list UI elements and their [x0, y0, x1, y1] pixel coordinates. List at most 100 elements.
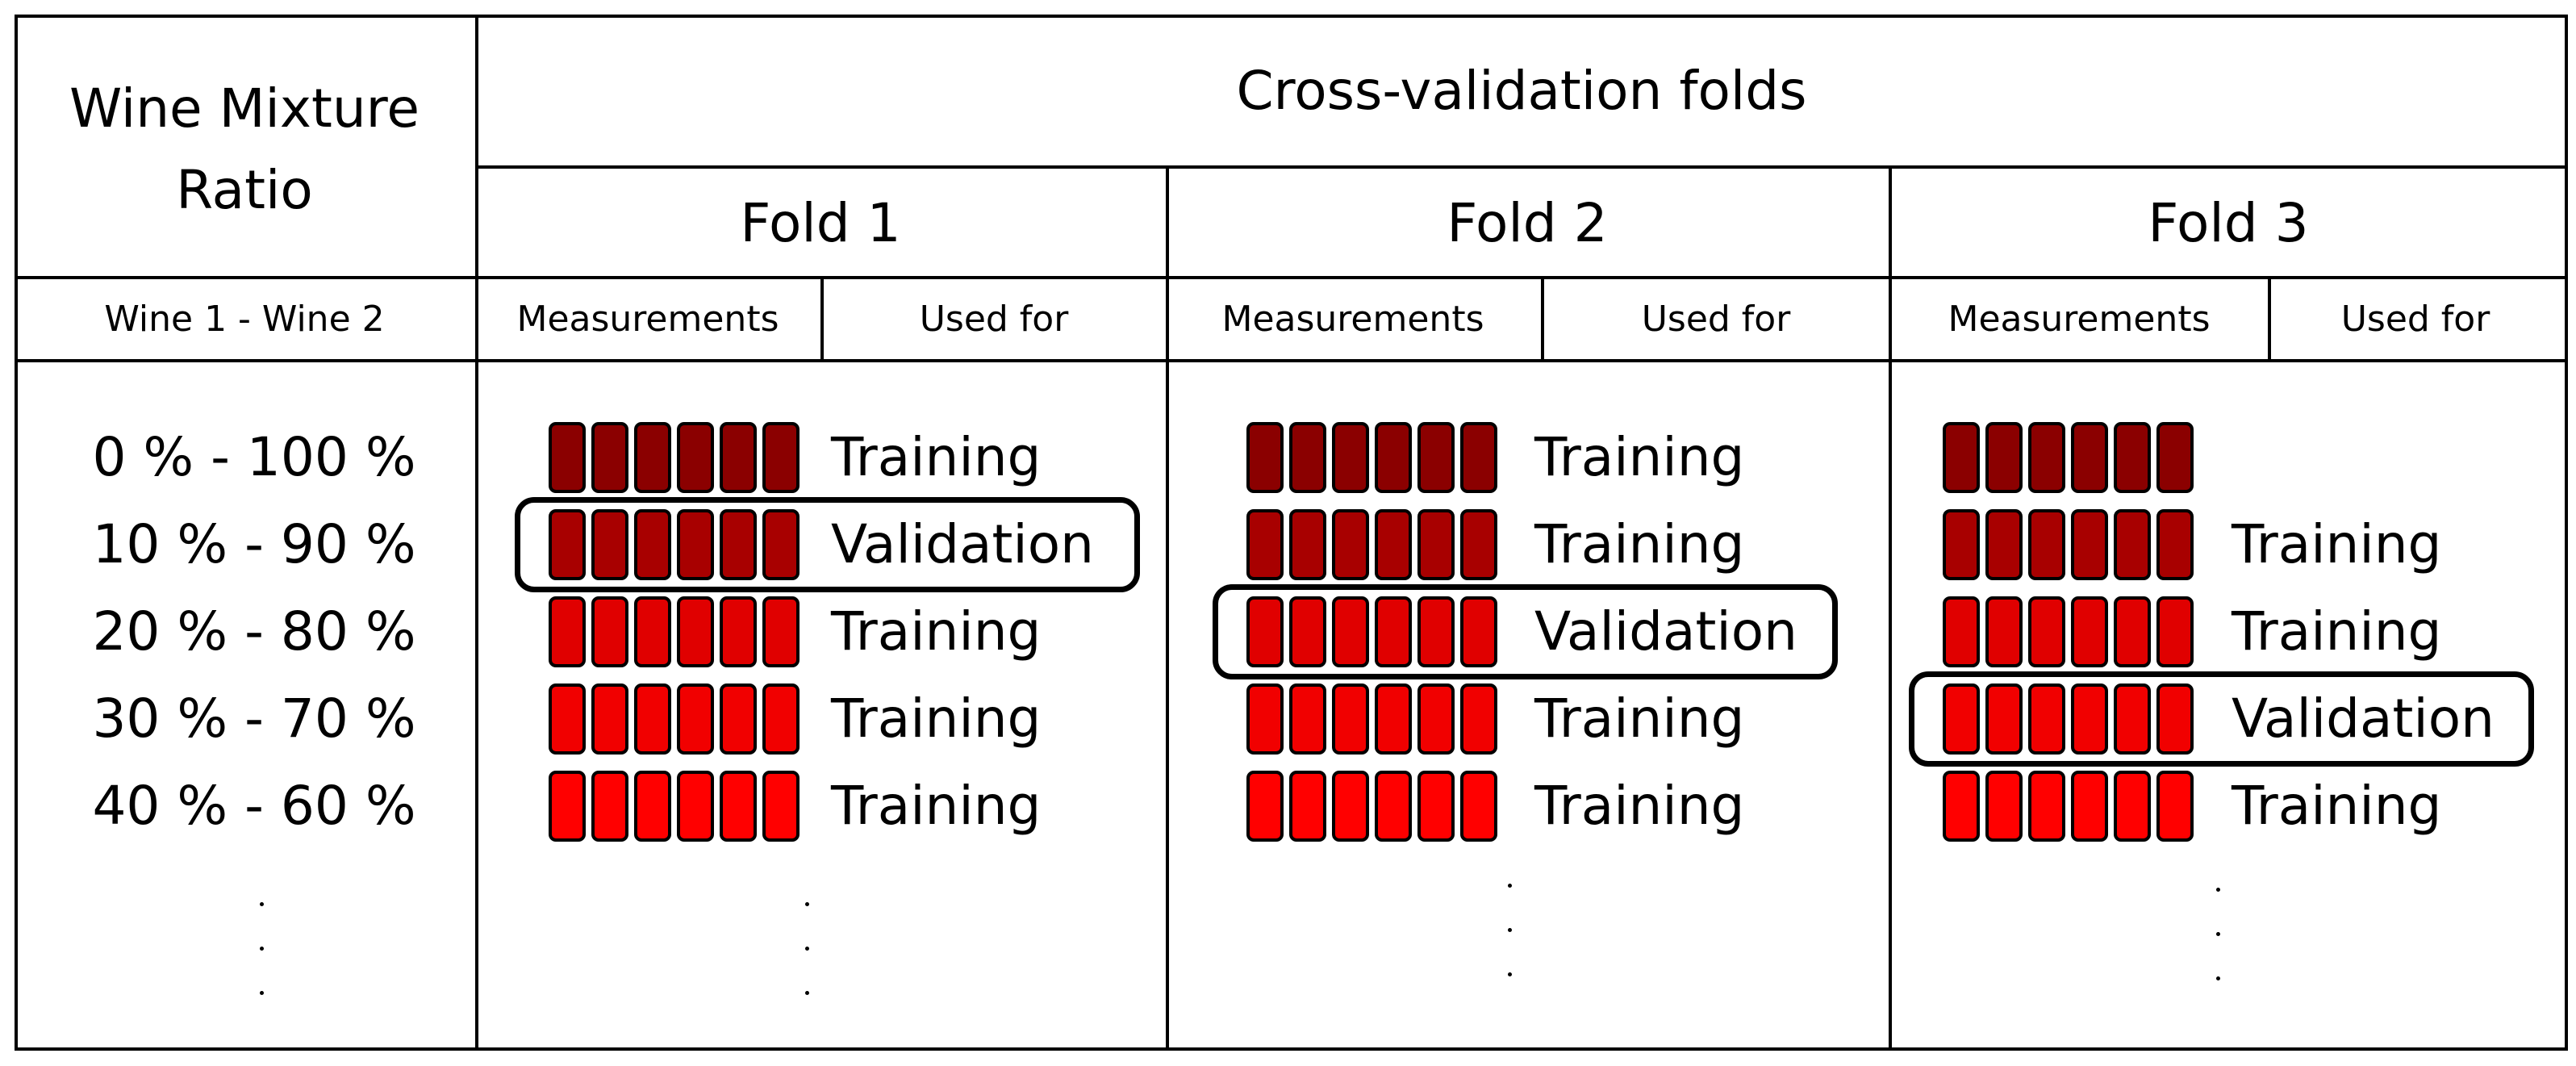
measurement-square [1460, 771, 1497, 842]
folds-title: Cross-validation folds [1236, 60, 1807, 122]
fold2-used-for-header: Used for [1641, 299, 1791, 340]
used-for-label: Training [831, 426, 1042, 488]
measurement-square [549, 771, 586, 842]
measurement-square [762, 422, 800, 493]
ellipsis-dot [260, 947, 264, 951]
measurement-square [677, 422, 714, 493]
used-for-label: Validation [1534, 600, 1797, 663]
measurement-square [591, 509, 628, 580]
table-border-bottom [15, 1047, 2568, 1051]
measurement-square [549, 683, 586, 755]
measurement-square [2114, 422, 2151, 493]
measurement-square [1289, 509, 1326, 580]
measurement-square [2156, 771, 2194, 842]
ellipsis-dot [2216, 976, 2220, 980]
measurement-square [1943, 683, 1980, 755]
ratio-label: 20 % - 80 % [92, 600, 416, 663]
measurement-square [2028, 596, 2065, 667]
measurement-square [677, 509, 714, 580]
validation-highlight-box [515, 497, 1140, 592]
measurement-square [549, 596, 586, 667]
measurement-square [762, 683, 800, 755]
measurement-square [762, 771, 800, 842]
fold1-subcolumn-divider [820, 276, 824, 361]
measurement-square [2071, 509, 2108, 580]
ellipsis-dot [260, 991, 264, 995]
measurement-square [2071, 683, 2108, 755]
measurement-square [1943, 771, 1980, 842]
measurement-square [1332, 596, 1369, 667]
measurement-square [1289, 683, 1326, 755]
measurement-square [1417, 596, 1455, 667]
fold3-used-for-header: Used for [2340, 299, 2490, 340]
used-for-label: Training [1534, 426, 1745, 488]
measurement-square [634, 683, 671, 755]
fold1-measurements-header: Measurements [516, 299, 779, 340]
ellipsis-dot [2216, 932, 2220, 936]
fold2-subcolumn-divider [1541, 276, 1544, 361]
measurement-square [1246, 683, 1284, 755]
used-for-label: Validation [831, 513, 1094, 575]
used-for-label: Training [831, 600, 1042, 663]
fold1-used-for-header: Used for [919, 299, 1069, 340]
measurement-square [1943, 596, 1980, 667]
measurement-square [762, 596, 800, 667]
used-for-label: Training [1534, 688, 1745, 750]
ratio-column-title-line2: Ratio [176, 159, 313, 221]
ellipsis-dot [805, 947, 809, 951]
table-border-right [2565, 15, 2568, 1051]
measurement-square [677, 596, 714, 667]
measurement-square [1460, 422, 1497, 493]
ratio-label: 10 % - 90 % [92, 513, 416, 575]
measurement-square [2071, 771, 2108, 842]
validation-highlight-box [1909, 671, 2534, 767]
measurement-square [1985, 771, 2023, 842]
fold3-title: Fold 3 [2148, 192, 2309, 254]
measurement-square [1417, 771, 1455, 842]
fold1-title: Fold 1 [740, 192, 901, 254]
used-for-label: Validation [2232, 688, 2495, 750]
ellipsis-dot [260, 902, 264, 906]
measurement-square [634, 596, 671, 667]
measurement-square [2114, 596, 2151, 667]
measurement-square [762, 509, 800, 580]
measurement-square [1985, 683, 2023, 755]
measurement-square [1289, 771, 1326, 842]
measurement-square [2156, 683, 2194, 755]
measurement-square [591, 422, 628, 493]
measurement-square [2028, 509, 2065, 580]
measurement-square [2156, 422, 2194, 493]
used-for-label: Training [831, 775, 1042, 837]
ratio-column-divider [475, 15, 478, 1051]
measurement-square [1289, 422, 1326, 493]
measurement-square [549, 422, 586, 493]
folds-title-divider [475, 165, 2568, 169]
measurement-square [2071, 422, 2108, 493]
measurement-square [549, 509, 586, 580]
table-border-left [15, 15, 18, 1051]
measurement-square [2114, 509, 2151, 580]
subheader-top-divider [15, 276, 2568, 279]
measurement-square [2156, 596, 2194, 667]
measurement-square [1246, 771, 1284, 842]
measurement-square [1417, 683, 1455, 755]
used-for-label: Training [2232, 600, 2442, 663]
measurement-square [2071, 596, 2108, 667]
measurement-square [1332, 683, 1369, 755]
measurement-square [720, 771, 757, 842]
measurement-square [1375, 596, 1412, 667]
ellipsis-dot [1508, 972, 1512, 976]
measurement-square [1289, 596, 1326, 667]
measurement-square [1375, 509, 1412, 580]
measurement-square [1246, 422, 1284, 493]
measurement-square [1375, 422, 1412, 493]
measurement-square [634, 771, 671, 842]
measurement-square [720, 509, 757, 580]
measurement-square [720, 422, 757, 493]
ratio-subheader: Wine 1 - Wine 2 [104, 299, 385, 340]
ratio-label: 40 % - 60 % [92, 775, 416, 837]
ellipsis-dot [805, 902, 809, 906]
ratio-column-title: Wine Mixture [69, 77, 420, 140]
measurement-square [634, 509, 671, 580]
